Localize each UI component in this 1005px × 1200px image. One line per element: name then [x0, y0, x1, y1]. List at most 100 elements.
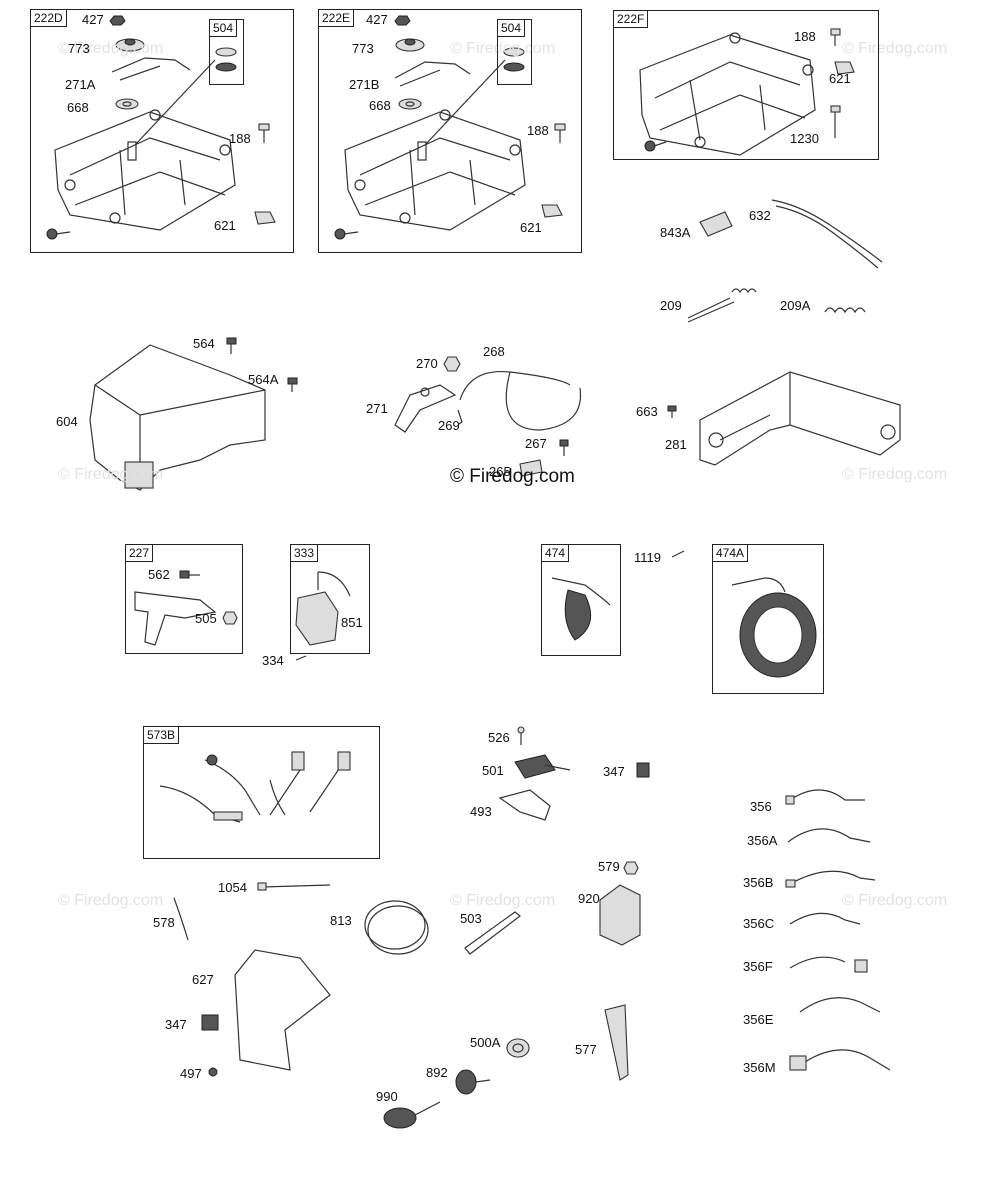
panel-tag-222e: 222E	[318, 9, 355, 27]
washers-504-b-drawing	[503, 47, 525, 72]
part-label-209a: 209A	[780, 298, 811, 313]
clip-621-b-drawing	[541, 204, 563, 218]
bracket-281-drawing	[699, 371, 901, 466]
panel-tag-333: 333	[290, 544, 319, 562]
panel-tag-504-b: 504	[497, 19, 526, 37]
watermark: © Firedog.com	[842, 892, 948, 909]
control-bracket-222d-drawing	[54, 59, 236, 231]
panel-222e: 222E	[318, 9, 582, 253]
bracket-493-drawing	[498, 789, 551, 821]
panel-tag-474: 474	[541, 544, 570, 562]
part-label-493: 493	[470, 804, 492, 819]
part-label-188: 188	[527, 123, 549, 138]
control-bracket-222e-drawing	[344, 59, 526, 231]
panel-tag-573b: 573B	[143, 726, 180, 744]
part-label-356c: 356C	[743, 916, 775, 931]
screw-1119-drawing	[671, 550, 685, 558]
bolt-188-a-drawing	[258, 123, 270, 143]
bolt-663-drawing	[667, 405, 677, 418]
panel-573b: 573B	[143, 726, 380, 859]
part-label-621: 621	[214, 218, 236, 233]
watermark: © Firedog.com	[58, 892, 164, 909]
panel-tag-222d: 222D	[30, 9, 67, 27]
pad-843a-drawing	[699, 211, 733, 237]
part-label-271: 271	[366, 401, 388, 416]
part-label-621: 621	[829, 71, 851, 86]
pulley-773-b-drawing	[395, 38, 425, 52]
part-label-577: 577	[575, 1042, 597, 1057]
panel-222f: 222F	[613, 10, 879, 160]
part-label-356: 356	[750, 799, 772, 814]
watermark: © Firedog.com	[842, 40, 948, 57]
lever-271a-drawing	[111, 57, 191, 81]
bracket-627-drawing	[234, 949, 331, 1071]
part-label-356a: 356A	[747, 833, 778, 848]
panel-227: 227	[125, 544, 243, 654]
copyright-label: © Firedog.com	[450, 466, 575, 487]
part-label-427: 427	[366, 12, 388, 27]
wire-578-drawing	[173, 897, 189, 941]
part-label-209: 209	[660, 298, 682, 313]
boot-577-drawing	[604, 1004, 629, 1081]
washer-668-b-drawing	[398, 98, 422, 110]
rectifier-501-drawing	[514, 754, 571, 779]
spring-209-drawing	[687, 288, 757, 323]
part-label-268: 268	[483, 344, 505, 359]
bolt-267-drawing	[559, 439, 569, 456]
panel-504-a: 504	[209, 19, 244, 85]
part-label-1054: 1054	[218, 880, 247, 895]
stud-1230-drawing	[830, 105, 841, 138]
part-label-271b: 271B	[349, 77, 380, 92]
lead-356b-drawing	[785, 870, 876, 888]
nut-270-drawing	[443, 356, 461, 372]
stator-474a-drawing	[731, 577, 817, 678]
part-label-579: 579	[598, 859, 620, 874]
lead-356a-drawing	[787, 828, 871, 843]
watermark: © Firedog.com	[842, 466, 948, 483]
part-label-1230: 1230	[790, 131, 819, 146]
part-label-505: 505	[195, 611, 217, 626]
lead-356-drawing	[785, 789, 865, 805]
lead-356f-drawing	[789, 956, 868, 973]
part-label-356m: 356M	[743, 1060, 776, 1075]
clip-621-a-drawing	[254, 211, 276, 225]
lead-356e-drawing	[799, 997, 881, 1013]
nut-579-drawing	[623, 861, 639, 875]
spring-269-drawing	[457, 409, 463, 425]
part-label-334: 334	[262, 653, 284, 668]
part-label-632: 632	[749, 208, 771, 223]
screw-526-drawing	[517, 726, 525, 745]
link-632-drawing	[771, 199, 883, 269]
part-label-892: 892	[426, 1065, 448, 1080]
part-label-497: 497	[180, 1066, 202, 1081]
part-label-920: 920	[578, 891, 600, 906]
armature-333-drawing	[295, 571, 351, 646]
solenoid-920-drawing	[599, 884, 641, 946]
part-label-356e: 356E	[743, 1012, 774, 1027]
cable-268-drawing	[459, 370, 582, 431]
lead-356m-drawing	[789, 1049, 891, 1071]
part-label-281: 281	[665, 437, 687, 452]
part-label-347: 347	[603, 764, 625, 779]
washer-668-a-drawing	[115, 98, 139, 110]
part-label-500a: 500A	[470, 1035, 501, 1050]
spring-209a-drawing	[824, 307, 866, 314]
panel-333: 333	[290, 544, 370, 654]
panel-tag-474a: 474A	[712, 544, 749, 562]
washers-504-a-drawing	[215, 47, 237, 72]
part-label-188: 188	[229, 131, 251, 146]
part-label-267: 267	[525, 436, 547, 451]
part-label-1119: 1119	[634, 550, 661, 565]
screw-334-drawing	[295, 655, 307, 661]
bolt-188-c-drawing	[830, 28, 841, 46]
pulley-773-a-drawing	[115, 38, 145, 52]
nut-427-a-drawing	[109, 15, 126, 26]
part-label-851: 851	[341, 615, 363, 630]
watermark: © Firedog.com	[450, 892, 556, 909]
bolt-562-drawing	[179, 570, 200, 579]
panel-tag-504-a: 504	[209, 19, 238, 37]
part-label-427: 427	[82, 12, 104, 27]
bolt-b-drawing	[334, 228, 359, 240]
control-bracket-222f-drawing	[639, 32, 816, 156]
